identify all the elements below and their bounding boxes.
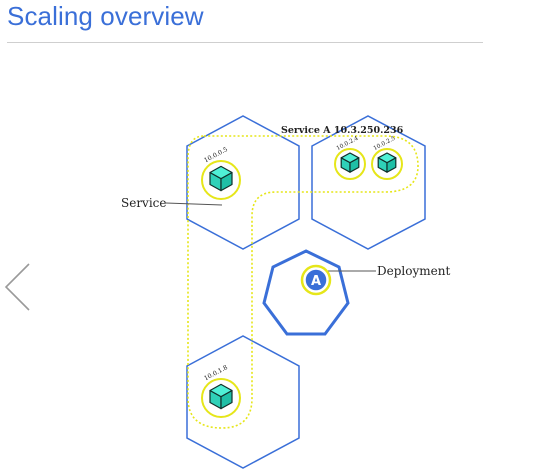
pod: 10.0.0.5: [201, 146, 241, 200]
pod-ring: [201, 160, 241, 200]
pod: 10.0.2.5: [371, 135, 403, 180]
service-leader-line: [165, 202, 223, 206]
node-hexagon-top-right: [311, 115, 426, 250]
cube-icon: [340, 152, 360, 173]
service-label: Service: [121, 196, 167, 210]
cube-face-top: [377, 152, 397, 164]
title-divider: [7, 42, 483, 43]
cube-icon: [209, 165, 233, 192]
pod: 10.0.1.8: [201, 364, 241, 418]
deployment-badge-fill: [304, 268, 328, 292]
pod: 10.0.2.4: [334, 135, 366, 180]
pod-ring: [201, 378, 241, 418]
node-hexagon-top-left: [186, 115, 300, 250]
deployment-badge-ring: [300, 264, 332, 296]
cube-face-top: [209, 165, 233, 180]
deployment-label: Deployment: [377, 264, 450, 278]
deployment-badge: A: [300, 264, 332, 296]
page-title: Scaling overview: [7, 1, 204, 31]
cube-face-top: [209, 383, 233, 398]
deployment-badge-letter: A: [311, 274, 321, 289]
prev-slide-button[interactable]: [0, 255, 36, 317]
cube-icon: [377, 152, 397, 173]
chevron-left-icon: [4, 263, 30, 311]
pod-ring: [334, 148, 366, 180]
deployment-heptagon: [262, 249, 350, 336]
cube-icon: [209, 383, 233, 410]
cube-face-top: [340, 152, 360, 164]
pod-ring: [371, 148, 403, 180]
service-banner: Service A 10.3.250.236: [281, 125, 404, 136]
node-hexagon-bottom: [186, 335, 300, 469]
service-boundary: [187, 135, 419, 429]
